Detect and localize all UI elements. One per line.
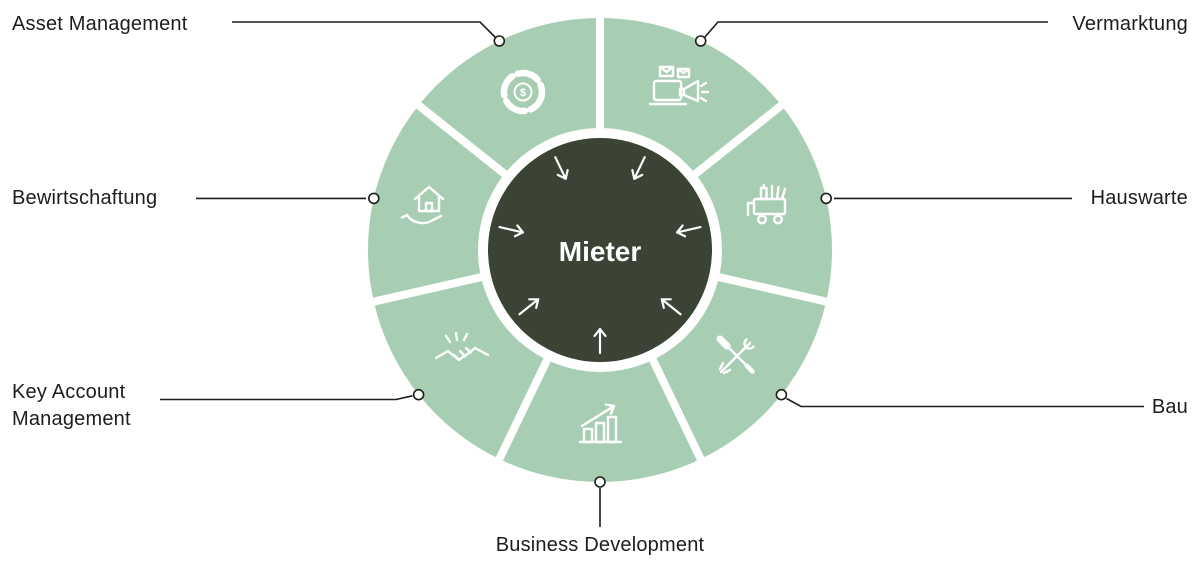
segment-asset-management [418, 17, 600, 174]
growth-chart-icon [578, 403, 623, 444]
inward-arrow [660, 298, 682, 316]
dollar-glyph: $ [520, 87, 526, 99]
connector-dot-business-development [594, 476, 606, 488]
segment-key-account-management [373, 277, 548, 459]
label-bau: Bau [1151, 396, 1188, 418]
connector-dot-hauswarte [820, 192, 833, 205]
label-vermarktung: Vermarktung [1072, 13, 1188, 35]
segment-bau [652, 277, 827, 459]
inward-arrow [631, 156, 646, 180]
house-hand-icon [400, 185, 445, 225]
label-business-development: Business Development [495, 534, 705, 556]
segment-dividers [369, 14, 831, 465]
connector-dot-asset-management [493, 35, 506, 47]
connector-dot-vermarktung [694, 35, 707, 47]
inward-arrow [518, 298, 540, 316]
connector-dot-bewirtschaftung [367, 192, 380, 205]
segment-hauswarte [695, 105, 833, 302]
connector-vermarktung [703, 21, 1048, 39]
connector-dot-key-account-management [412, 388, 425, 401]
inward-arrows [498, 156, 702, 355]
center-circle [488, 138, 712, 362]
segment-vermarktung [600, 17, 782, 174]
ring-segments [367, 17, 833, 482]
connector-lines [160, 21, 1144, 527]
donut-dollar-icon: $ [500, 69, 546, 115]
connector-bau [786, 397, 1144, 408]
label-key-account-management: Key Account Management [12, 381, 131, 430]
handshake-icon [434, 331, 490, 362]
tools-icon [716, 335, 755, 375]
cleaning-cart-icon [746, 183, 787, 225]
segment-icons: $ [400, 65, 787, 444]
label-bewirtschaftung: Bewirtschaftung [12, 187, 158, 209]
center-label: Mieter [559, 236, 642, 267]
label-hauswarte: Hauswarte [1090, 187, 1188, 209]
segment-business-development [499, 359, 701, 482]
marketing-icon [648, 65, 710, 106]
inward-arrow [498, 224, 525, 238]
inward-arrow [675, 224, 702, 238]
connector-key-account-management [160, 395, 413, 401]
connector-asset-management [232, 21, 497, 39]
inward-arrow [554, 156, 569, 180]
connector-dot-bau [775, 388, 788, 401]
label-asset-management: Asset Management [12, 13, 188, 35]
segment-bewirtschaftung [367, 105, 505, 302]
inward-arrow [593, 327, 607, 355]
